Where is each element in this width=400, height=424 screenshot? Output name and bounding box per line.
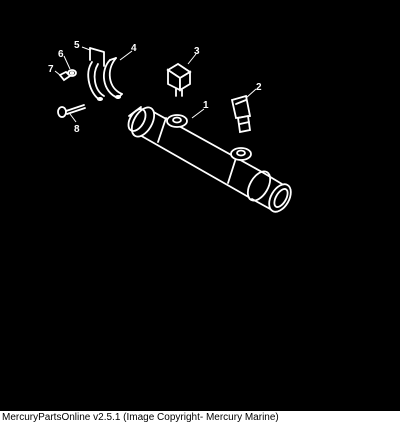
callout-8: 8 — [74, 124, 80, 135]
copyright-caption: MercuryPartsOnline v2.5.1 (Image Copyrig… — [2, 412, 279, 423]
callout-5: 5 — [74, 40, 80, 51]
part-1-tube-cooler[interactable] — [125, 104, 295, 216]
part-5-bracket[interactable] — [87, 47, 105, 101]
exploded-view-drawing: 1 2 3 4 5 6 7 8 — [48, 40, 295, 216]
part-2-elbow-fitting[interactable] — [230, 94, 252, 134]
callout-1: 1 — [203, 100, 209, 111]
part-7-nut[interactable] — [58, 70, 72, 82]
callout-4: 4 — [131, 43, 137, 54]
leader-lines — [54, 46, 257, 123]
callout-3: 3 — [194, 46, 200, 57]
part-3-fitting[interactable] — [166, 62, 192, 97]
callout-7: 7 — [48, 64, 54, 75]
part-4-clamp[interactable] — [103, 57, 123, 99]
parts-diagram: 1 2 3 4 5 6 7 8 — [0, 0, 400, 411]
part-8-screw[interactable] — [57, 104, 86, 118]
callout-6: 6 — [58, 49, 64, 60]
callout-2: 2 — [256, 82, 262, 93]
